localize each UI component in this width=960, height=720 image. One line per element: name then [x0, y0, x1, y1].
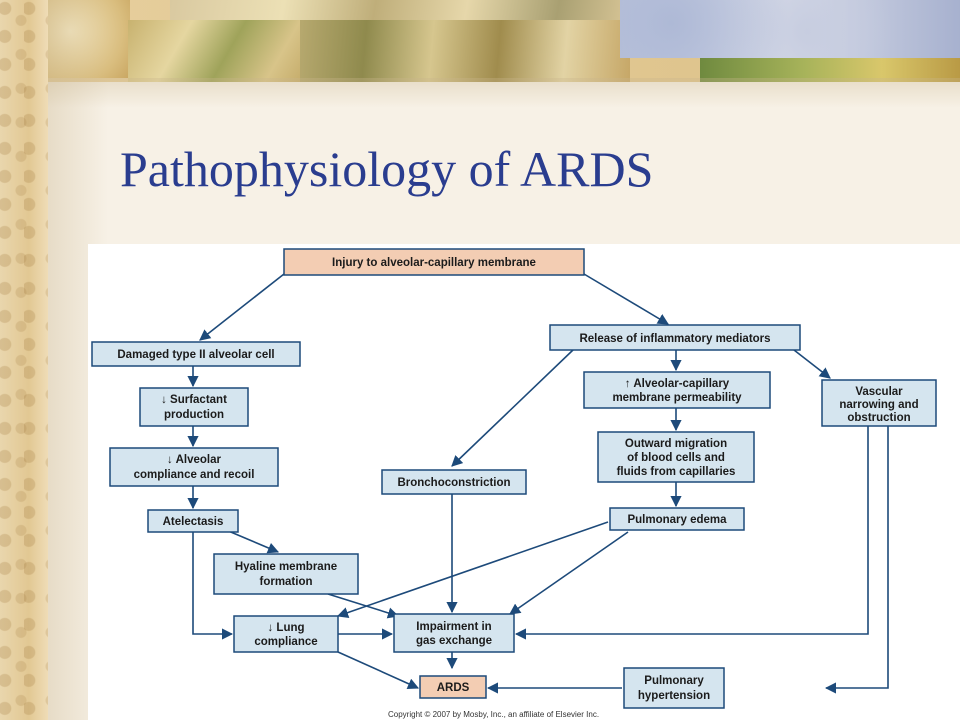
node-surfactant-line1: ↓ Surfactant — [161, 394, 227, 406]
node-surfactant-line2: production — [164, 409, 224, 421]
node-release-mediators-label: Release of inflammatory mediators — [579, 333, 770, 345]
node-outward-migration-line2: of blood cells and — [627, 452, 725, 464]
node-surfactant: ↓ Surfactant production — [139, 387, 249, 427]
banner-tile — [620, 0, 960, 58]
edge-lung-to-ards — [337, 651, 420, 689]
ards-flowchart: Injury to alveolar-capillary membrane Da… — [91, 248, 937, 709]
edge-vascular-to-hypertension — [824, 426, 889, 694]
node-injury-label: Injury to alveolar-capillary membrane — [332, 257, 536, 269]
banner-tile — [128, 20, 308, 82]
edge-vascular-to-impairment — [514, 426, 869, 640]
decorative-banner — [0, 0, 960, 82]
node-pulmonary-hypertension: Pulmonary hypertension — [623, 667, 725, 709]
node-ards: ARDS — [419, 675, 487, 699]
node-vascular-line2: narrowing and — [839, 399, 918, 411]
node-vascular-line3: obstruction — [847, 412, 910, 424]
node-alveolar-compliance-line1: ↓ Alveolar — [167, 454, 221, 466]
node-atelectasis: Atelectasis — [147, 509, 239, 533]
node-atelectasis-label: Atelectasis — [163, 516, 224, 528]
node-vascular: Vascular narrowing and obstruction — [821, 379, 937, 427]
decorative-left-strip — [0, 0, 48, 720]
node-impairment-line2: gas exchange — [416, 635, 492, 647]
edge-injury-to-release — [583, 273, 669, 325]
node-impairment: Impairment in gas exchange — [393, 613, 515, 653]
node-alveolar-compliance: ↓ Alveolar compliance and recoil — [109, 447, 279, 487]
node-alveolar-compliance-line2: compliance and recoil — [134, 469, 255, 481]
edge-atelectasis-to-lung — [192, 532, 234, 640]
banner-tile — [700, 58, 960, 82]
slide-title: Pathophysiology of ARDS — [120, 141, 654, 197]
node-impairment-line1: Impairment in — [416, 621, 491, 633]
node-bronchoconstriction-label: Bronchoconstriction — [397, 477, 510, 489]
node-pulmonary-hypertension-line1: Pulmonary — [644, 675, 704, 687]
flowchart-edges — [187, 273, 889, 694]
node-permeability: ↑ Alveolar-capillary membrane permeabili… — [583, 371, 771, 409]
node-damaged-type2-label: Damaged type II alveolar cell — [117, 349, 274, 361]
node-outward-migration-line1: Outward migration — [625, 438, 727, 450]
node-permeability-line1: ↑ Alveolar-capillary — [625, 378, 730, 390]
node-hyaline: Hyaline membrane formation — [213, 553, 359, 595]
node-ards-label: ARDS — [437, 682, 470, 694]
node-bronchoconstriction: Bronchoconstriction — [381, 469, 527, 495]
edge-edema-to-lung — [336, 521, 609, 618]
node-pulmonary-hypertension-line2: hypertension — [638, 690, 710, 702]
node-lung-compliance-line1: ↓ Lung — [267, 622, 304, 634]
copyright-note: Copyright © 2007 by Mosby, Inc., an affi… — [388, 710, 600, 719]
node-release-mediators: Release of inflammatory mediators — [549, 324, 801, 351]
node-outward-migration-line3: fluids from capillaries — [617, 466, 736, 478]
node-lung-compliance: ↓ Lung compliance — [233, 615, 339, 653]
node-damaged-type2: Damaged type II alveolar cell — [91, 341, 301, 367]
flowchart-panel: Injury to alveolar-capillary membrane Da… — [88, 244, 960, 720]
edge-edema-to-impairment — [509, 531, 629, 615]
edge-release-to-bronch — [451, 349, 574, 467]
node-vascular-line1: Vascular — [855, 386, 903, 398]
node-pulmonary-edema-label: Pulmonary edema — [627, 514, 727, 526]
banner-shadow — [48, 78, 960, 108]
node-outward-migration: Outward migration of blood cells and flu… — [597, 431, 755, 483]
edge-atelectasis-to-hyaline — [225, 529, 280, 554]
edge-hyaline-to-impairment — [327, 593, 400, 619]
node-hyaline-line1: Hyaline membrane — [235, 561, 337, 573]
node-permeability-line2: membrane permeability — [612, 392, 742, 404]
banner-tile — [300, 20, 630, 82]
node-injury: Injury to alveolar-capillary membrane — [283, 248, 585, 276]
node-hyaline-line2: formation — [259, 576, 312, 588]
node-pulmonary-edema: Pulmonary edema — [609, 507, 745, 531]
node-lung-compliance-line2: compliance — [254, 636, 317, 648]
edge-injury-to-damaged — [199, 273, 285, 341]
edge-release-to-vascular — [793, 349, 831, 379]
